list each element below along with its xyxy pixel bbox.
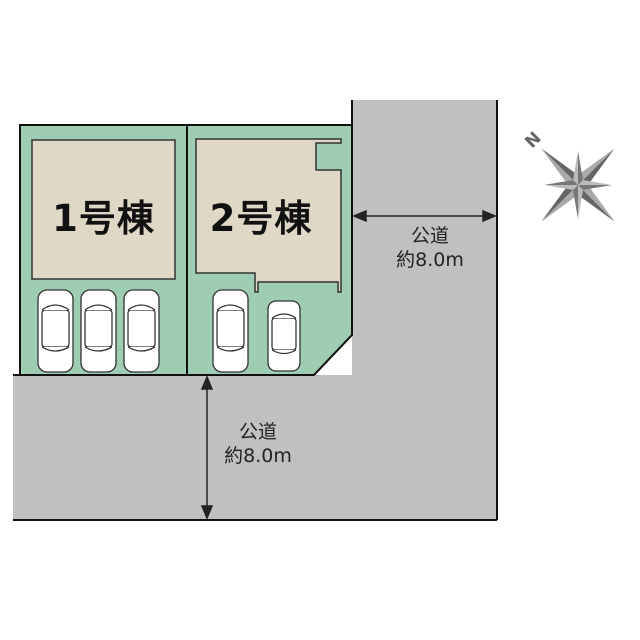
car-icon [212, 289, 249, 373]
car-icon [37, 289, 74, 373]
car-icon [80, 289, 117, 373]
south-road [13, 375, 497, 520]
parking-cars [37, 289, 301, 373]
south-road-label: 公道 約8.0m [198, 420, 318, 468]
south-road-width: 約8.0m [224, 445, 292, 467]
building-1-label: 1号棟 [52, 197, 155, 240]
car-icon [267, 300, 301, 372]
building-2-label: 2号棟 [209, 197, 313, 240]
south-road-dimension [200, 375, 214, 520]
east-road-type: 公道 [410, 225, 449, 247]
east-road-label: 公道 約8.0m [370, 224, 490, 272]
east-road-dimension [352, 209, 497, 223]
south-road-type: 公道 [238, 421, 277, 443]
east-road-width: 約8.0m [396, 249, 464, 271]
building-2 [195, 138, 342, 293]
car-icon [123, 289, 160, 373]
compass-icon: N [521, 128, 615, 222]
building-1 [31, 139, 176, 280]
